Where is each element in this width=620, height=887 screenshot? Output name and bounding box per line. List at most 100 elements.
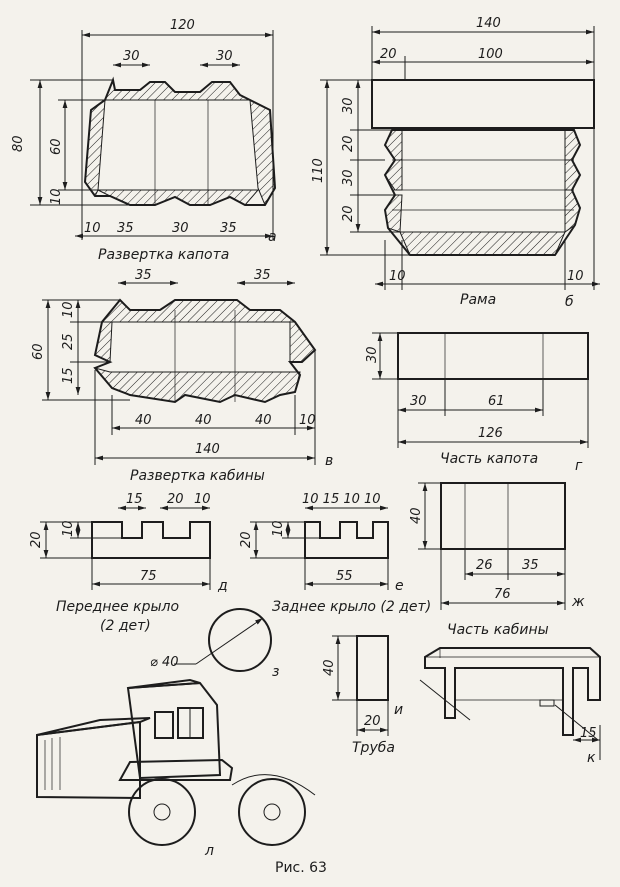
tractor-cab-roof	[127, 678, 201, 689]
tractor-fender	[118, 758, 234, 781]
cab-dim-height: 60	[31, 343, 46, 360]
cab-dim-band-low: 15	[61, 367, 76, 384]
hood-hatch-right	[249, 99, 276, 207]
bracket-dim-leg: 15	[580, 726, 597, 741]
rear-wing-figure: 10 15 10 10 20 10 55 е Заднее крыло (2 д…	[239, 492, 431, 615]
cab-dim-total: 140	[195, 442, 220, 457]
cab-part-figure: 40 26 35 76 ж Часть кабины	[409, 482, 585, 638]
hood-part-dim-seg2: 61	[488, 394, 505, 409]
cab-hatch-left	[94, 321, 113, 363]
bracket-letter: к	[587, 750, 596, 766]
pipe-letter: и	[394, 702, 403, 718]
frame-hatch-l1	[384, 129, 403, 161]
hood-hatch-bottom	[97, 189, 260, 206]
cab-hatch-bottom	[93, 367, 301, 403]
hood-caption: Развертка капота	[98, 247, 229, 263]
hood-unfold-figure: 120 30 30 80 60 10 10 35 30 35 а Разверт…	[11, 18, 277, 263]
front-wing-caption-1: Переднее крыло	[56, 599, 179, 615]
frame-letter: б	[565, 294, 574, 310]
front-wing-figure: 15 20 10 20 10 75 д Переднее крыло (2 де…	[29, 492, 228, 634]
rear-wing-outline	[304, 521, 389, 559]
hood-letter: а	[268, 229, 277, 245]
cab-dim-edge: 10	[299, 413, 316, 428]
cab-part-dim-height: 40	[409, 507, 424, 524]
cab-caption: Развертка кабины	[130, 468, 265, 484]
cab-dim-seg3: 40	[255, 413, 272, 428]
hood-dim-edge: 10	[84, 221, 101, 236]
rear-wing-dim-height: 20	[239, 531, 254, 548]
cab-part-dim-total: 76	[494, 587, 511, 602]
tractor-letter: л	[204, 843, 214, 859]
frame-hatch-r3	[564, 189, 581, 233]
frame-dim-total: 140	[476, 16, 501, 31]
frame-hatch-r1	[564, 129, 581, 161]
hood-part-dim-seg1: 30	[410, 394, 427, 409]
hood-dim-seg-right: 35	[220, 221, 237, 236]
tractor-hood-top	[36, 717, 151, 736]
front-wing-caption-2: (2 дет)	[100, 618, 151, 634]
frame-dim-band4: 20	[341, 205, 356, 222]
front-wing-dim-slot2: 10	[194, 492, 211, 507]
frame-dim-edge-right: 10	[567, 269, 584, 284]
pipe-rect	[356, 635, 389, 701]
hood-part-dim-total: 126	[478, 426, 503, 441]
front-wing-letter: д	[217, 578, 228, 594]
front-wing-dim-tooth: 20	[167, 492, 184, 507]
front-wing-dim-slot1: 15	[126, 492, 143, 507]
rear-wing-letter: е	[395, 578, 404, 594]
cab-unfold-figure: 35 35 60 10 25 15 40 40 40 10 140 в Разв…	[31, 268, 333, 484]
cab-part-letter: ж	[571, 594, 585, 610]
figure-caption: Рис. 63	[275, 860, 327, 876]
hood-dim-total: 120	[170, 18, 195, 33]
wheel-figure: ⌀ 40 з	[150, 608, 279, 680]
cab-dim-seg1: 40	[135, 413, 152, 428]
frame-dim-band1: 30	[341, 97, 356, 114]
rear-wing-dim-depth: 10	[271, 520, 286, 537]
pipe-caption: Труба	[352, 740, 395, 756]
tractor-figure: л	[36, 678, 316, 859]
hood-dim-top-right: 30	[216, 49, 233, 64]
bracket-outline	[424, 647, 601, 736]
hood-dim-inner: 60	[49, 138, 64, 155]
front-wing-outline	[91, 521, 211, 559]
hood-dim-height: 80	[11, 135, 26, 152]
cab-dim-top-right: 35	[254, 268, 271, 283]
cab-dim-top-left: 35	[135, 268, 152, 283]
hood-dim-seg-mid: 30	[172, 221, 189, 236]
pipe-figure: 40 20 и Труба	[322, 635, 403, 756]
hood-dim-top-left: 30	[123, 49, 140, 64]
frame-hatch-bottom	[399, 231, 566, 256]
bracket-tab	[539, 699, 555, 707]
hood-part-rect	[397, 332, 589, 380]
tractor-window	[154, 711, 174, 739]
cab-part-rect	[440, 482, 566, 550]
frame-dim-band3: 30	[341, 169, 356, 186]
frame-dim-left-offset: 20	[380, 47, 397, 62]
rear-wing-dim-top: 10 15 10 10	[302, 492, 381, 507]
tractor-rear-wheel	[238, 778, 306, 846]
tractor-rear-hub	[263, 803, 281, 821]
frame-caption: Рама	[460, 292, 496, 308]
hood-dim-band: 10	[49, 188, 64, 205]
cab-part-dim-seg1: 26	[476, 558, 493, 573]
frame-dim-height: 110	[311, 158, 326, 183]
front-wing-dim-total: 75	[140, 569, 157, 584]
frame-top-bar	[371, 79, 595, 129]
cab-hatch-top	[100, 299, 297, 323]
cab-part-dim-seg2: 35	[522, 558, 539, 573]
frame-dim-band2: 20	[341, 135, 356, 152]
hood-part-figure: 30 30 61 126 Часть капота г	[365, 332, 589, 474]
wheel-diameter: ⌀ 40	[150, 655, 179, 670]
rear-wing-dim-total: 55	[336, 569, 353, 584]
front-wing-dim-depth: 10	[61, 520, 76, 537]
hood-part-letter: г	[575, 458, 583, 474]
cab-dim-seg2: 40	[195, 413, 212, 428]
frame-figure: 140 20 100 110 30 20 30 20 10 10 Рама б	[311, 16, 600, 310]
frame-hatch-l2	[384, 159, 403, 191]
cab-dim-band-mid: 25	[61, 333, 76, 350]
rear-wing-caption: Заднее крыло (2 дет)	[272, 599, 431, 615]
frame-hatch-r2	[564, 159, 581, 191]
bracket-figure: 15 к	[419, 647, 601, 766]
tractor-front-hub	[153, 803, 171, 821]
